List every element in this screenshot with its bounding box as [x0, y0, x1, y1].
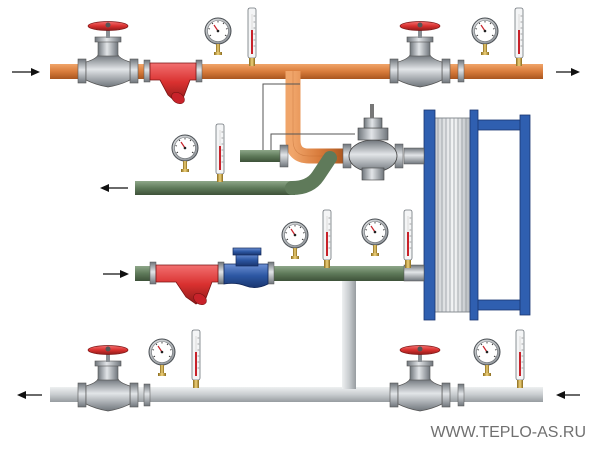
control-valve	[262, 83, 404, 181]
pipe-flanges	[143, 59, 465, 407]
pressure-gauge-icon	[361, 218, 389, 257]
arrow-right-icon	[556, 68, 580, 76]
thermometer-icon	[247, 7, 257, 67]
arrow-right-icon	[12, 68, 40, 76]
thermometer-icon	[215, 123, 225, 183]
pressure-gauge-icon	[204, 17, 232, 56]
arrow-left-icon	[100, 184, 128, 192]
cold-outlet-valve	[77, 345, 139, 412]
circulation-pump	[223, 247, 269, 288]
thermometer-icon	[514, 7, 524, 67]
primary-return-line	[135, 144, 337, 195]
arrow-left-icon	[17, 391, 42, 399]
cold-inlet-valve	[389, 345, 451, 412]
pressure-gauge-icon	[473, 338, 501, 377]
arrow-right-icon	[103, 270, 129, 278]
supply-inlet-valve	[77, 21, 139, 88]
watermark-text: WWW.TEPLO-AS.RU	[430, 424, 586, 441]
thermometer-icon	[403, 209, 413, 269]
pressure-gauge-icon	[171, 134, 199, 173]
thermometer-icon	[191, 329, 201, 389]
pressure-gauge-icon	[148, 338, 176, 377]
thermometer-icon	[515, 329, 525, 389]
pressure-gauge-icon	[281, 221, 309, 260]
arrow-left-icon	[556, 391, 580, 399]
supply-outlet-valve	[389, 21, 451, 88]
return-strainer	[155, 264, 219, 306]
thermometer-icon	[322, 209, 332, 269]
plate-heat-exchanger	[403, 109, 531, 321]
flow-arrows	[12, 68, 580, 399]
supply-strainer	[149, 62, 197, 105]
pressure-gauge-icon	[471, 17, 499, 56]
